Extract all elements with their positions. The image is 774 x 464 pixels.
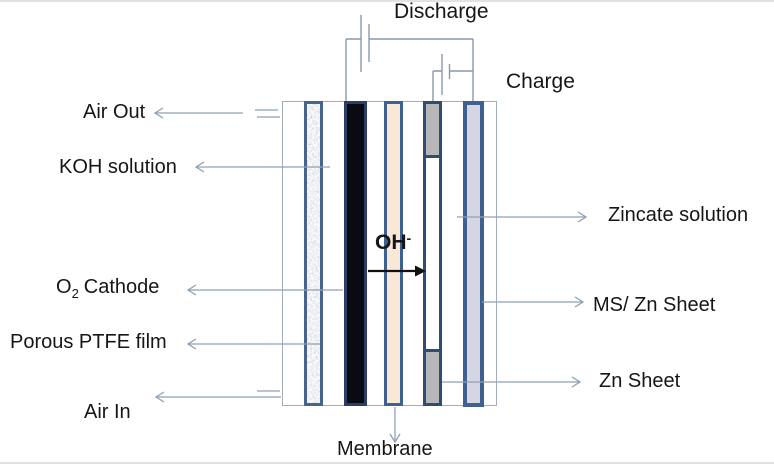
top-edge-band (0, 0, 774, 2)
air-out-label: Air Out (83, 101, 146, 123)
zn-sheet-arrowhead-icon (571, 376, 582, 388)
hydroxide-label-superscript: - (406, 230, 412, 246)
zincate-channel (426, 158, 439, 349)
ms-zn-arrowhead-icon (574, 296, 585, 308)
zn-sheet-strip-layer (423, 101, 442, 406)
o2-cathode-label-subscript: 2 (71, 286, 79, 301)
ms-zn-sheet-label: MS/ Zn Sheet (593, 294, 716, 316)
koh-arrowhead-icon (194, 161, 205, 173)
cathode-arrowhead-icon (186, 284, 197, 296)
zincate-solution-label: Zincate solution (608, 204, 749, 226)
air-in-arrowhead-icon (154, 391, 165, 403)
air-in-label: Air In (84, 401, 131, 423)
zn-sheet-top-segment (426, 104, 439, 158)
zn-sheet-label: Zn Sheet (599, 370, 681, 392)
o2-cathode-label-base: O (56, 276, 72, 298)
hydroxide-label-base: OH (375, 231, 407, 254)
ms-zn-sheet-layer (463, 101, 484, 407)
o2-cathode-label-rest: Cathode (83, 276, 160, 298)
air-out-port-icon (255, 109, 280, 118)
air-out-arrowhead-icon (153, 107, 164, 119)
zn-sheet-bottom-segment (426, 349, 439, 403)
membrane-label: Membrane (337, 438, 433, 460)
hydroxide-ion-label: OH- (375, 230, 411, 255)
o2-cathode-label: O2 Cathode (56, 276, 159, 302)
zincate-arrowhead-icon (577, 211, 588, 223)
o2-cathode-layer (344, 101, 367, 406)
discharge-label: Discharge (394, 0, 489, 23)
bottom-edge-band (0, 462, 774, 464)
porous-ptfe-layer (304, 101, 323, 406)
membrane-layer (384, 101, 403, 406)
porous-ptfe-label: Porous PTFE film (10, 331, 167, 353)
air-in-port-icon (257, 390, 281, 398)
koh-solution-label: KOH solution (59, 156, 177, 178)
ptfe-arrowhead-icon (186, 338, 197, 350)
charge-label: Charge (506, 70, 575, 93)
ptfe-speckle-texture (307, 104, 320, 403)
